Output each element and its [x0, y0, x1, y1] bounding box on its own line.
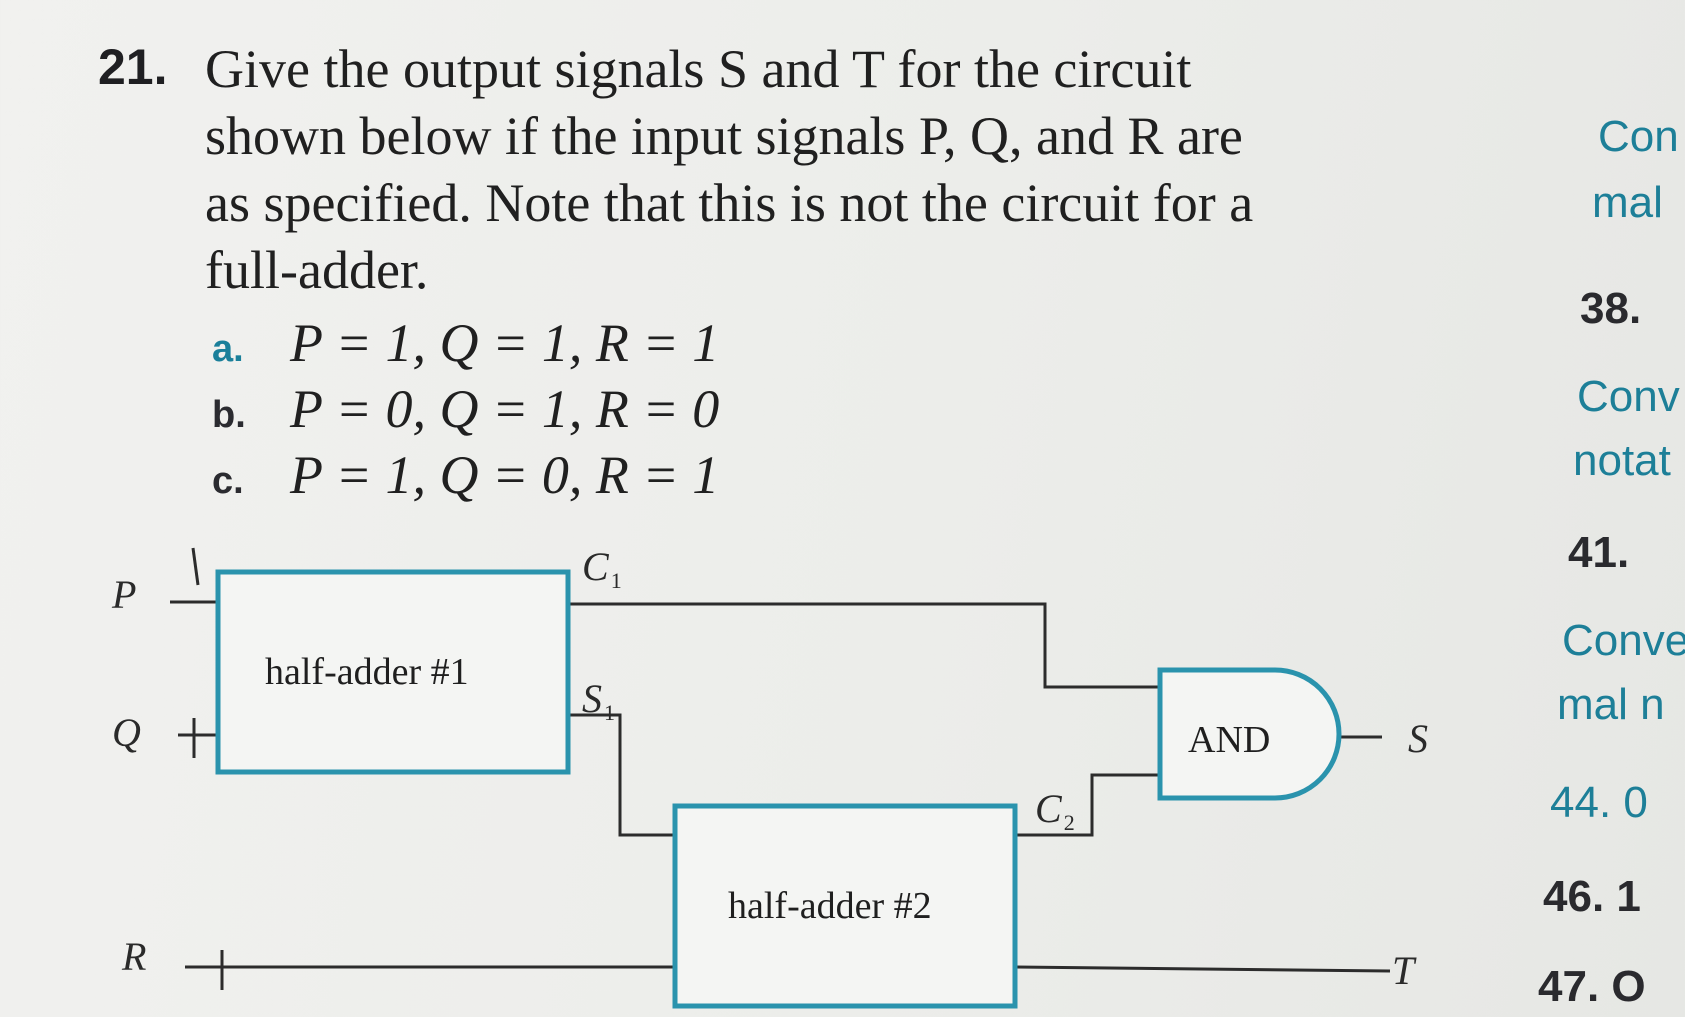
option-label: b. [212, 394, 246, 436]
c1-label: C1 [582, 544, 622, 593]
margin-fragment: notat [1573, 436, 1671, 485]
option-label: c. [212, 460, 244, 502]
problem-statement: Give the output signals S and T for the … [205, 36, 1405, 304]
margin-fragment: 46. 1 [1543, 872, 1641, 921]
input-p-label: P [111, 572, 136, 617]
tick-p [191, 547, 200, 586]
option-a: a. P = 1, Q = 1, R = 1 [212, 312, 719, 374]
margin-fragment: Conve [1562, 616, 1685, 665]
s1-label: S1 [582, 676, 615, 725]
option-text: P = 1, Q = 1, R = 1 [290, 313, 720, 373]
and-gate-label: AND [1188, 719, 1270, 761]
margin-fragment: mal [1592, 178, 1663, 227]
half-adder-2-label: half-adder #2 [728, 885, 932, 927]
margin-fragment: 44. 0 [1550, 778, 1648, 827]
c2-label: C2 [1035, 786, 1075, 835]
output-s-label: S [1408, 716, 1428, 761]
half-adder-1-label: half-adder #1 [265, 651, 469, 693]
margin-fragment: 47. O [1538, 962, 1646, 1011]
input-r-label: R [121, 934, 146, 979]
margin-fragment: 38. [1580, 284, 1642, 333]
option-b: b. P = 0, Q = 1, R = 0 [212, 378, 719, 440]
wire-c2 [1015, 773, 1160, 837]
option-label: a. [212, 328, 244, 370]
problem-line: full-adder. [205, 240, 429, 300]
margin-fragment: Conv [1577, 372, 1680, 421]
half-adder-2-box [672, 803, 1018, 1009]
input-q-label: Q [112, 710, 141, 755]
option-text: P = 1, Q = 0, R = 1 [290, 445, 720, 505]
wire-c1 [568, 602, 1160, 689]
wire-s1 [568, 713, 675, 837]
option-text: P = 0, Q = 1, R = 0 [290, 379, 720, 439]
and-gate [1157, 667, 1342, 801]
problem-line: as specified. Note that this is not the … [205, 173, 1254, 233]
wire-t-out [1014, 965, 1391, 973]
margin-fragment: Con [1598, 112, 1679, 161]
margin-fragment: 41. [1568, 528, 1630, 577]
option-c: c. P = 1, Q = 0, R = 1 [212, 444, 719, 506]
margin-fragment: mal n [1557, 680, 1665, 729]
output-t-label: T [1392, 948, 1417, 993]
problem-number: 21. [98, 39, 168, 95]
half-adder-1-box [215, 569, 571, 775]
problem-line: Give the output signals S and T for the … [205, 39, 1192, 99]
problem-line: shown below if the input signals P, Q, a… [205, 106, 1243, 166]
